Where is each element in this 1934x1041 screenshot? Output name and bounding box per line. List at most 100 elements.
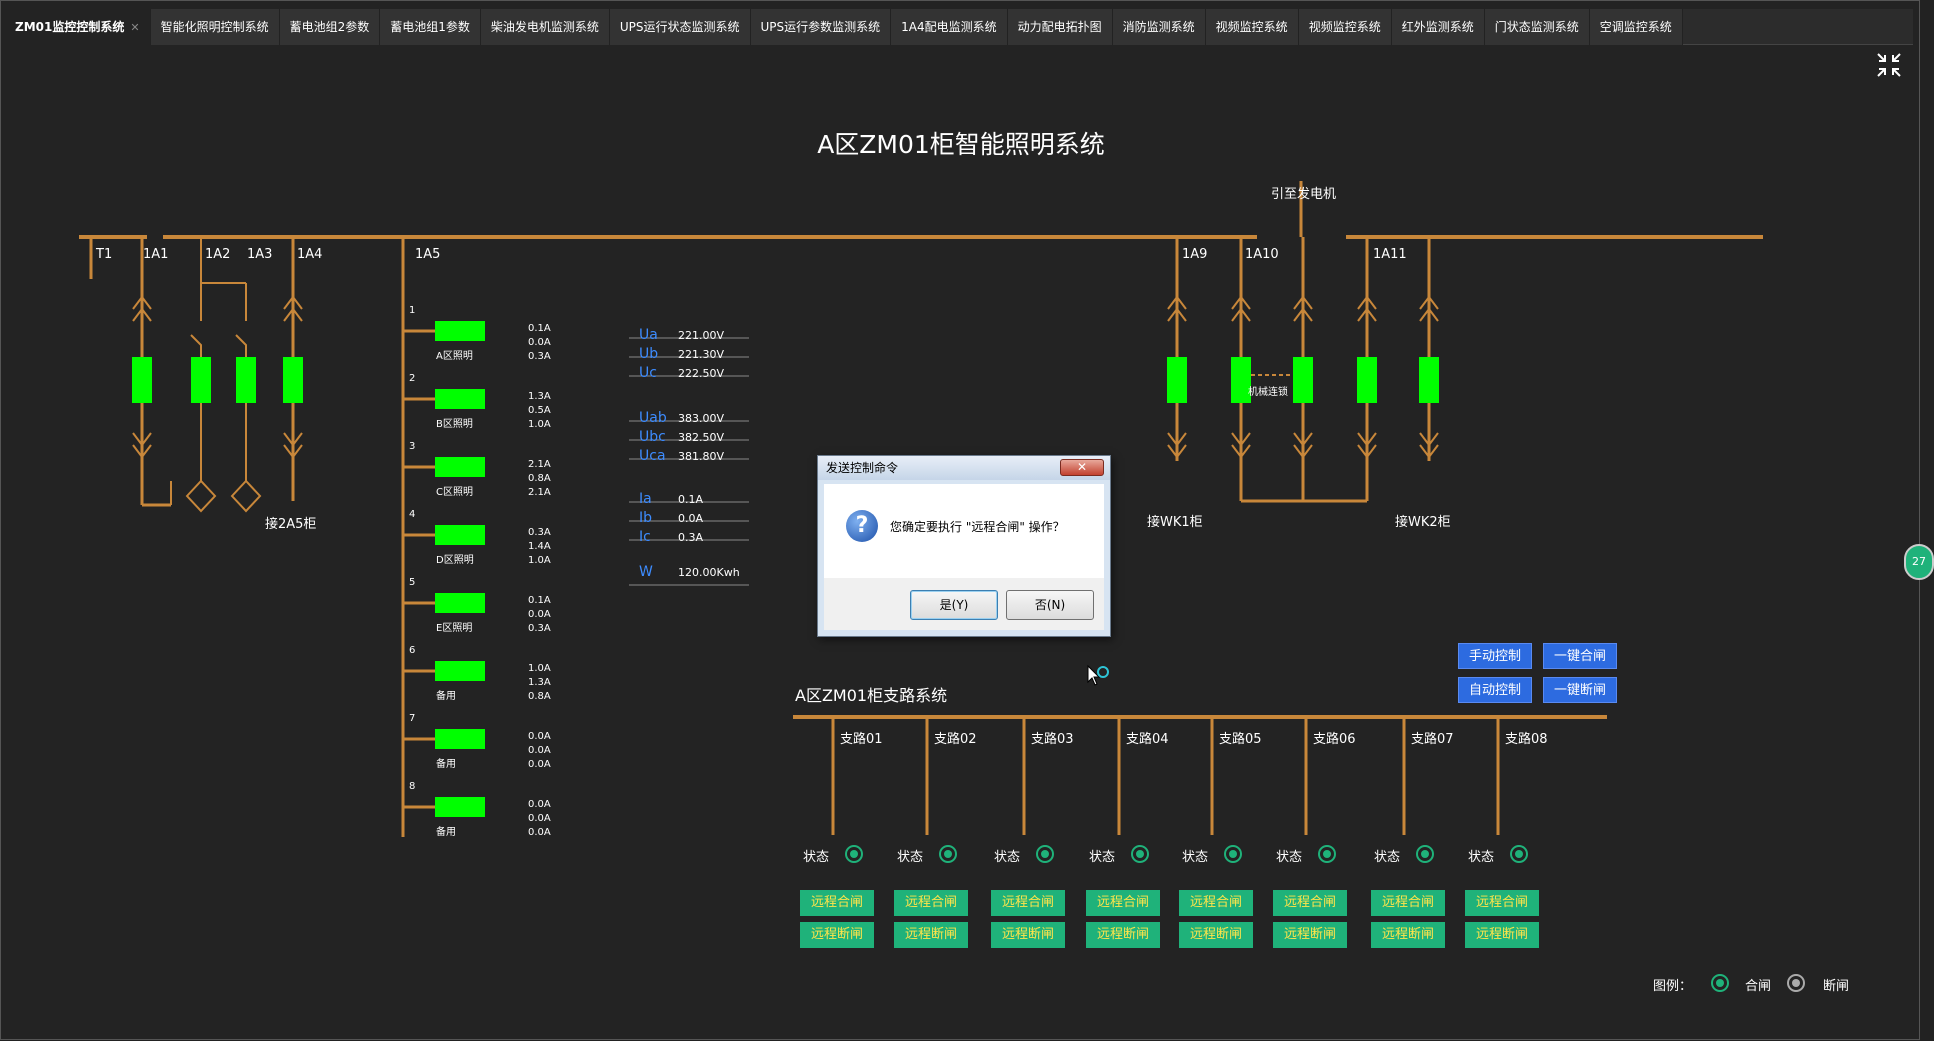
remote-open-button[interactable]: 远程断闸 [1371, 922, 1445, 948]
tab-item[interactable]: 智能化照明控制系统 [150, 9, 280, 45]
tab-label: 消防监测系统 [1122, 20, 1195, 34]
breaker-1a1 [132, 357, 152, 403]
status-indicator-icon [1510, 845, 1528, 863]
tab-item[interactable]: 消防监测系统 [1112, 9, 1206, 45]
measure-name: W [639, 564, 653, 580]
dialog-no-button[interactable]: 否(N) [1006, 590, 1094, 620]
branch-title: A区ZM01柜支路系统 [795, 686, 948, 705]
breaker-right [1167, 357, 1187, 403]
tab-item[interactable]: 蓄电池组2参数 [279, 9, 381, 45]
tab-item[interactable]: 动力配电拓扑图 [1007, 9, 1113, 45]
tab-item[interactable]: UPS运行参数监测系统 [750, 9, 892, 45]
chevron-up-icon [283, 295, 303, 310]
branch-label: 支路08 [1505, 732, 1548, 747]
status-label: 状态 [803, 850, 830, 865]
circuit-current: 0.3A [528, 527, 551, 538]
remote-open-button[interactable]: 远程断闸 [1179, 922, 1253, 948]
remote-close-button[interactable]: 远程合闸 [1179, 890, 1253, 916]
auto-control-button[interactable]: 自动控制 [1458, 677, 1532, 703]
status-indicator-icon [1416, 845, 1434, 863]
tab-label: 视频监控系统 [1308, 20, 1381, 34]
transformer-icon [185, 479, 217, 513]
circuit-current: 0.5A [528, 405, 551, 416]
chevron-down-icon [1357, 432, 1377, 447]
circuit-number: 7 [409, 713, 416, 724]
dialog-body: ? 您确定要执行 "远程合闸" 操作？ [824, 484, 1104, 578]
fullscreen-exit-icon[interactable] [1877, 53, 1901, 77]
circuit-name: 备用 [436, 759, 456, 770]
close-all-button[interactable]: 一键合闸 [1543, 643, 1617, 669]
chevron-down-icon [1167, 432, 1187, 447]
chevron-up-icon [1293, 307, 1313, 322]
chevron-down-icon [1357, 444, 1377, 459]
circuit-breaker [435, 593, 485, 613]
tab-label: 柴油发电机监测系统 [490, 20, 599, 34]
remote-close-button[interactable]: 远程合闸 [1086, 890, 1160, 916]
connect-2a5-label: 接2A5柜 [265, 517, 317, 532]
tab-item[interactable]: 视频监控系统 [1205, 9, 1299, 45]
dialog-yes-button[interactable]: 是(Y) [910, 590, 998, 620]
remote-close-button[interactable]: 远程合闸 [800, 890, 874, 916]
chevron-up-icon [1167, 307, 1187, 322]
tab-label: 1A4配电监测系统 [901, 20, 997, 34]
measure-value: 382.50V [678, 431, 725, 444]
dialog-close-button[interactable]: ✕ [1060, 459, 1104, 476]
remote-open-button[interactable]: 远程断闸 [1273, 922, 1347, 948]
chevron-down-icon [132, 444, 152, 459]
status-indicator-icon [845, 845, 863, 863]
circuit-current: 1.4A [528, 541, 551, 552]
tab-item[interactable]: 蓄电池组1参数 [380, 9, 481, 45]
remote-close-button[interactable]: 远程合闸 [1465, 890, 1539, 916]
chevron-up-icon [132, 307, 152, 322]
chevron-down-icon [1419, 444, 1439, 459]
tab-item[interactable]: UPS运行状态监测系统 [609, 9, 751, 45]
breaker-1a2 [191, 357, 211, 403]
remote-close-button[interactable]: 远程合闸 [1371, 890, 1445, 916]
circuit-name: B区照明 [436, 419, 473, 430]
circuit-breaker [435, 321, 485, 341]
chevron-down-icon [132, 432, 152, 447]
branch-label: 支路02 [934, 732, 977, 747]
measure-value: 221.30V [678, 348, 725, 361]
remote-open-button[interactable]: 远程断闸 [894, 922, 968, 948]
bus-label-1a10: 1A10 [1245, 247, 1279, 262]
bus-label-1a2: 1A2 [205, 247, 231, 262]
chevron-down-icon [1231, 444, 1251, 459]
chevron-up-icon [283, 307, 303, 322]
status-indicator-icon [1224, 845, 1242, 863]
tab-label: 门状态监测系统 [1494, 20, 1579, 34]
branch-label: 支路05 [1219, 732, 1262, 747]
tab-item[interactable]: 空调监控系统 [1589, 9, 1683, 45]
generator-label: 引至发电机 [1271, 187, 1337, 202]
chevron-up-icon [1419, 307, 1439, 322]
tab-close-icon[interactable]: ✕ [130, 21, 140, 34]
remote-open-button[interactable]: 远程断闸 [1086, 922, 1160, 948]
manual-control-button[interactable]: 手动控制 [1458, 643, 1532, 669]
remote-close-button[interactable]: 远程合闸 [894, 890, 968, 916]
measure-name: Ub [639, 346, 659, 362]
tab-item[interactable]: 视频监控系统 [1298, 9, 1392, 45]
side-badge[interactable]: 27 [1904, 544, 1934, 580]
remote-open-button[interactable]: 远程断闸 [1465, 922, 1539, 948]
tab-item[interactable]: 1A4配电监测系统 [891, 9, 1008, 45]
circuit-number: 4 [409, 509, 416, 520]
tab-item[interactable]: 门状态监测系统 [1484, 9, 1590, 45]
circuit-current: 0.0A [528, 731, 551, 742]
question-icon: ? [846, 510, 878, 542]
tab-label: 红外监测系统 [1401, 20, 1474, 34]
page-title: A区ZM01柜智能照明系统 [817, 130, 1105, 159]
tab-item[interactable]: ZM01监控控制系统✕ [5, 9, 151, 45]
remote-close-button[interactable]: 远程合闸 [991, 890, 1065, 916]
remote-open-button[interactable]: 远程断闸 [991, 922, 1065, 948]
tab-item[interactable]: 红外监测系统 [1391, 9, 1485, 45]
remote-open-button[interactable]: 远程断闸 [800, 922, 874, 948]
dialog-message: 您确定要执行 "远程合闸" 操作？ [890, 520, 1065, 534]
tab-item[interactable]: 柴油发电机监测系统 [480, 9, 610, 45]
bus-label-1a11: 1A11 [1373, 247, 1407, 262]
legend-closed-label: 合闸 [1745, 979, 1772, 994]
circuit-current: 0.3A [528, 351, 551, 362]
tab-label: 蓄电池组2参数 [289, 20, 370, 34]
breaker-right [1293, 357, 1313, 403]
remote-close-button[interactable]: 远程合闸 [1273, 890, 1347, 916]
open-all-button[interactable]: 一键断闸 [1543, 677, 1617, 703]
